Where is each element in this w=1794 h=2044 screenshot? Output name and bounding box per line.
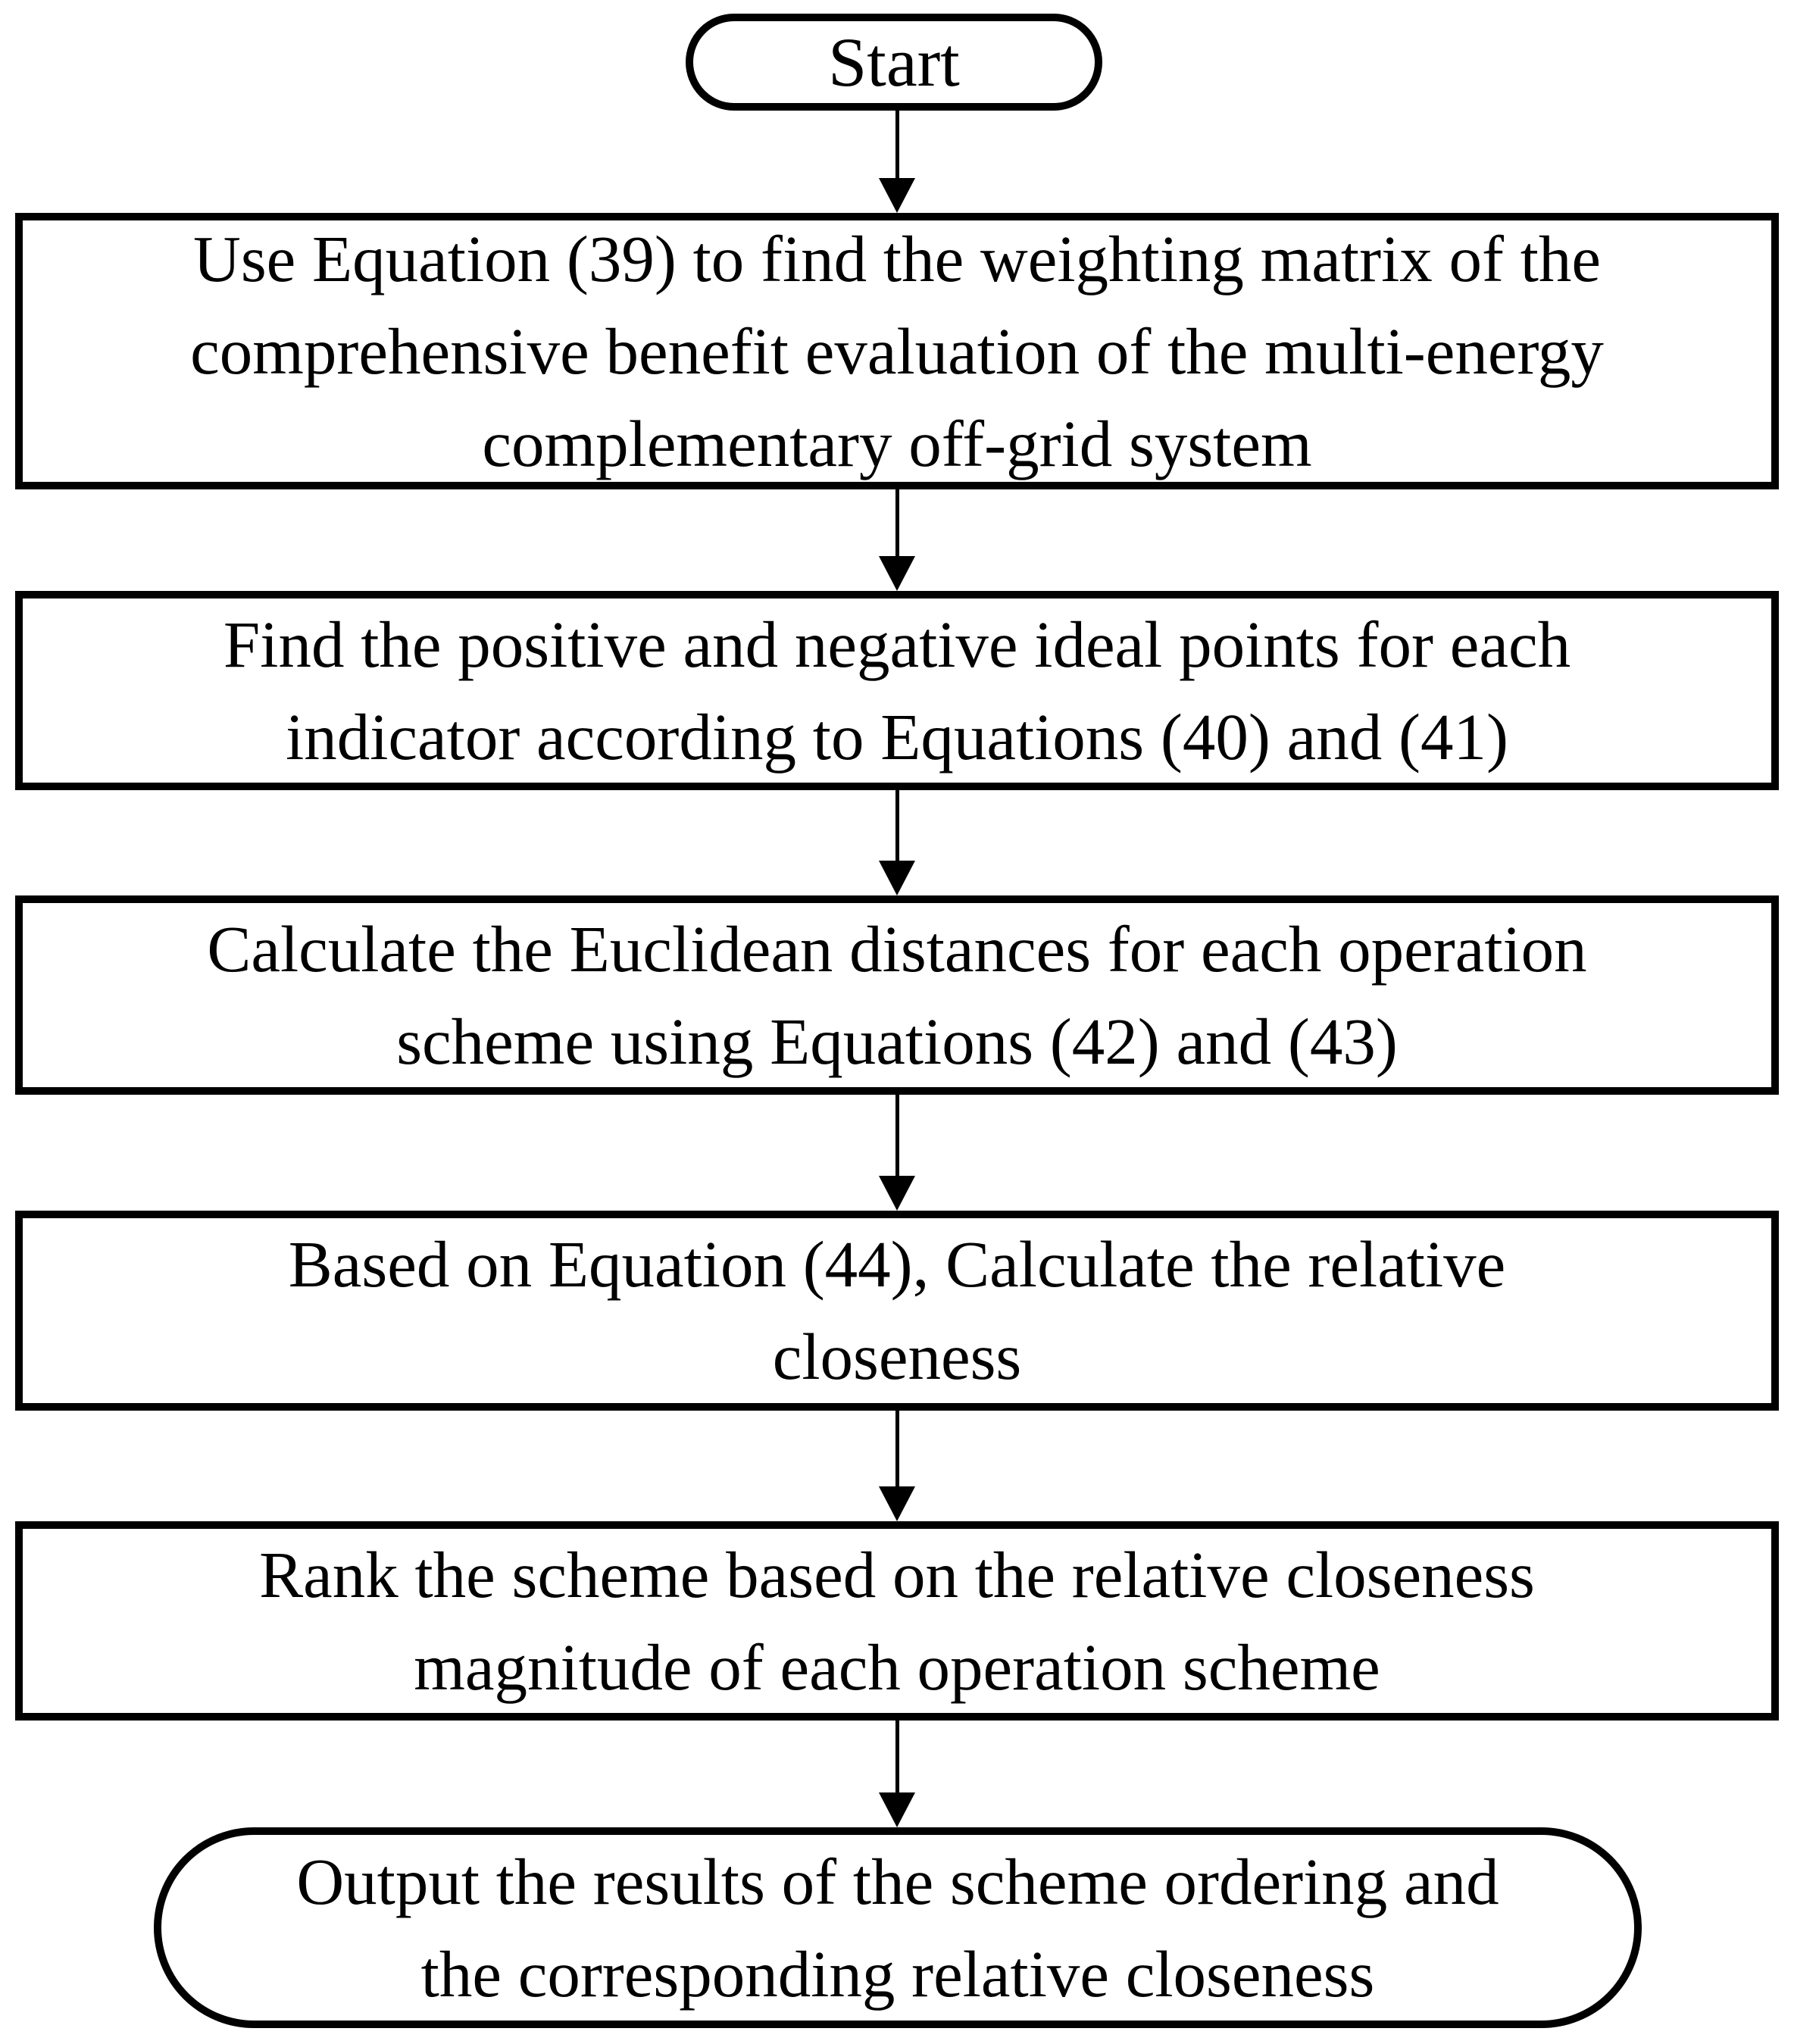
node-step-1-line: complementary off-grid system	[482, 406, 1312, 480]
node-start: Start	[686, 14, 1102, 111]
arrow-down-icon	[879, 1176, 915, 1211]
node-step-2-line: Find the positive and negative ideal poi…	[223, 607, 1571, 681]
flow-arrow-line	[895, 1721, 899, 1796]
node-step-1-line: Use Equation (39) to find the weighting …	[192, 221, 1601, 295]
node-step-2-line: indicator according to Equations (40) an…	[286, 699, 1508, 774]
flow-arrow-line	[895, 790, 899, 864]
node-end-line: the corresponding relative closeness	[420, 1936, 1375, 2011]
flow-arrow-line	[895, 1095, 899, 1179]
node-end-line: Output the results of the scheme orderin…	[296, 1844, 1499, 1918]
arrow-down-icon	[879, 1486, 915, 1521]
arrow-down-icon	[879, 178, 915, 213]
flow-arrow-line	[895, 111, 899, 181]
node-step-4-line: closeness	[772, 1320, 1022, 1393]
node-step-3-line: scheme using Equations (42) and (43)	[396, 1004, 1398, 1078]
node-end: Output the results of the scheme orderin…	[154, 1827, 1642, 2028]
node-start-label: Start	[828, 23, 960, 101]
node-step-4: Based on Equation (44), Calculate the re…	[15, 1211, 1779, 1411]
node-step-2: Find the positive and negative ideal poi…	[15, 591, 1779, 790]
node-step-3: Calculate the Euclidean distances for ea…	[15, 895, 1779, 1095]
flow-arrow-line	[895, 1411, 899, 1489]
node-step-3-line: Calculate the Euclidean distances for ea…	[207, 911, 1587, 986]
node-step-5-line: magnitude of each operation scheme	[414, 1630, 1380, 1704]
node-step-4-line: Based on Equation (44), Calculate the re…	[288, 1227, 1506, 1301]
arrow-down-icon	[879, 1792, 915, 1827]
arrow-down-icon	[879, 556, 915, 591]
node-step-1: Use Equation (39) to find the weighting …	[15, 213, 1779, 489]
node-step-1-line: comprehensive benefit evaluation of the …	[190, 314, 1604, 388]
node-step-5-line: Rank the scheme based on the relative cl…	[259, 1537, 1535, 1611]
node-step-5: Rank the scheme based on the relative cl…	[15, 1521, 1779, 1721]
arrow-down-icon	[879, 861, 915, 895]
flow-arrow-line	[895, 489, 899, 559]
